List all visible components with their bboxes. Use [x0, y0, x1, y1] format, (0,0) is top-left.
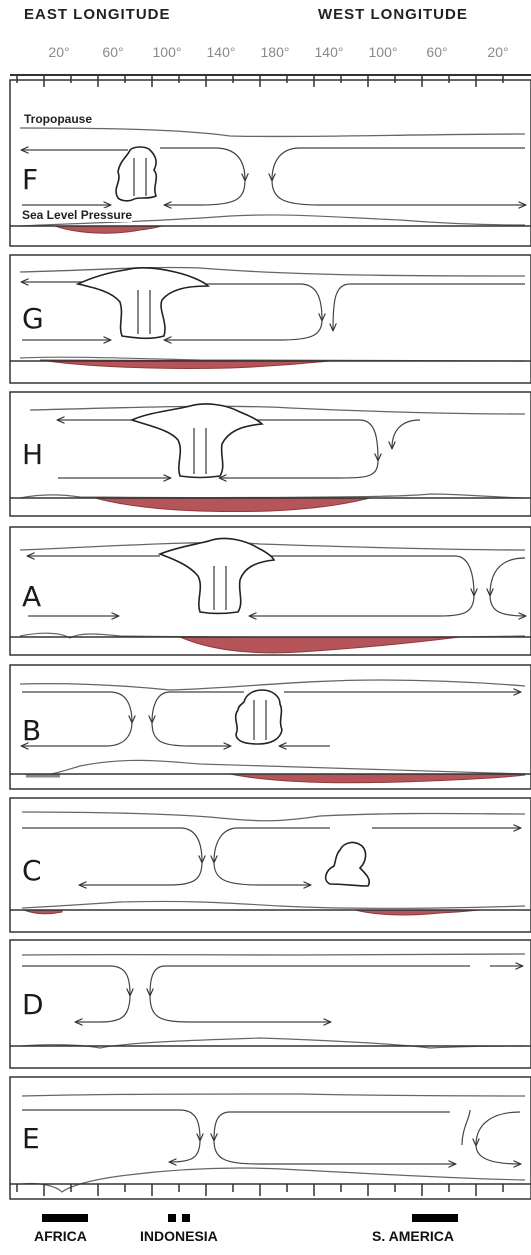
convective-cloud [160, 538, 274, 613]
sea-level-pressure-label: Sea Level Pressure [22, 208, 132, 222]
africa-label: AFRICA [34, 1228, 87, 1244]
flow-arrow [270, 556, 474, 595]
flow-arrow [272, 180, 525, 205]
sea-level-pressure-line [22, 901, 525, 908]
flow-arrow [476, 1112, 520, 1145]
low-pressure-area [55, 226, 162, 233]
indonesia-bar-1 [168, 1214, 176, 1222]
tropopause-line [22, 812, 525, 821]
flow-arrow [76, 995, 130, 1022]
panel-c [10, 798, 531, 932]
panel-a [10, 527, 531, 655]
flow-arrow [490, 558, 525, 595]
flow-arrow [476, 1145, 520, 1164]
panel-label-e: E [22, 1122, 40, 1155]
panel-label-a: A [22, 580, 41, 613]
panel-label-b: B [22, 714, 41, 747]
convective-cloud [236, 690, 282, 744]
panel-label-d: D [22, 988, 44, 1021]
flow-arrow [160, 148, 245, 180]
flow-arrow [250, 595, 474, 616]
flow-arrow [165, 320, 322, 340]
panel-label-h: H [22, 438, 43, 471]
flow-arrow [214, 828, 330, 862]
indonesia-label: INDONESIA [140, 1228, 218, 1244]
tropopause-line [20, 680, 525, 690]
flow-arrow [240, 420, 378, 460]
tropopause-line [22, 1094, 525, 1096]
tropopause-line [20, 128, 525, 137]
flow-arrow [333, 284, 525, 330]
convective-cloud [78, 268, 208, 338]
low-pressure-area [95, 498, 370, 512]
convective-cloud [132, 404, 262, 478]
low-pressure-area [180, 637, 460, 653]
flow-arrow [150, 966, 470, 995]
longitude-axis [10, 75, 531, 87]
flow-arrow [152, 722, 230, 746]
low-pressure-area [230, 774, 525, 783]
tropopause-line [30, 406, 525, 414]
flow-arrow [462, 1110, 470, 1145]
convective-cloud [116, 147, 156, 201]
panel-e [10, 1077, 531, 1199]
panel-g [10, 255, 531, 383]
flow-arrow [165, 180, 245, 205]
south-america-bar [412, 1214, 458, 1222]
flow-arrow [80, 862, 202, 885]
south-america-label: S. AMERICA [372, 1228, 454, 1244]
flow-arrow [214, 862, 310, 885]
flow-arrow [22, 1110, 200, 1140]
flow-arrow [490, 595, 525, 616]
flow-arrow [214, 1112, 450, 1140]
tropopause-line [22, 954, 525, 955]
panel-label-f: F [22, 163, 38, 196]
flow-arrow [272, 148, 525, 180]
tropopause-line [20, 543, 525, 550]
panel-h [10, 392, 531, 516]
flow-arrow [392, 420, 420, 448]
indonesia-bar-2 [182, 1214, 190, 1222]
flow-arrow [152, 692, 244, 722]
flow-arrow [150, 995, 330, 1022]
flow-arrow [170, 284, 322, 320]
panel-label-g: G [22, 302, 44, 335]
flow-arrow [220, 460, 378, 478]
panel-label-c: C [22, 854, 42, 887]
convective-cloud [326, 843, 370, 886]
panel-d [10, 940, 531, 1068]
panel-b [10, 665, 531, 789]
flow-arrow [170, 1140, 200, 1162]
tropopause-label: Tropopause [24, 112, 92, 126]
flow-arrow [22, 828, 202, 862]
africa-bar [42, 1214, 88, 1222]
flow-arrow [214, 1140, 455, 1164]
tropopause-line [20, 267, 525, 276]
